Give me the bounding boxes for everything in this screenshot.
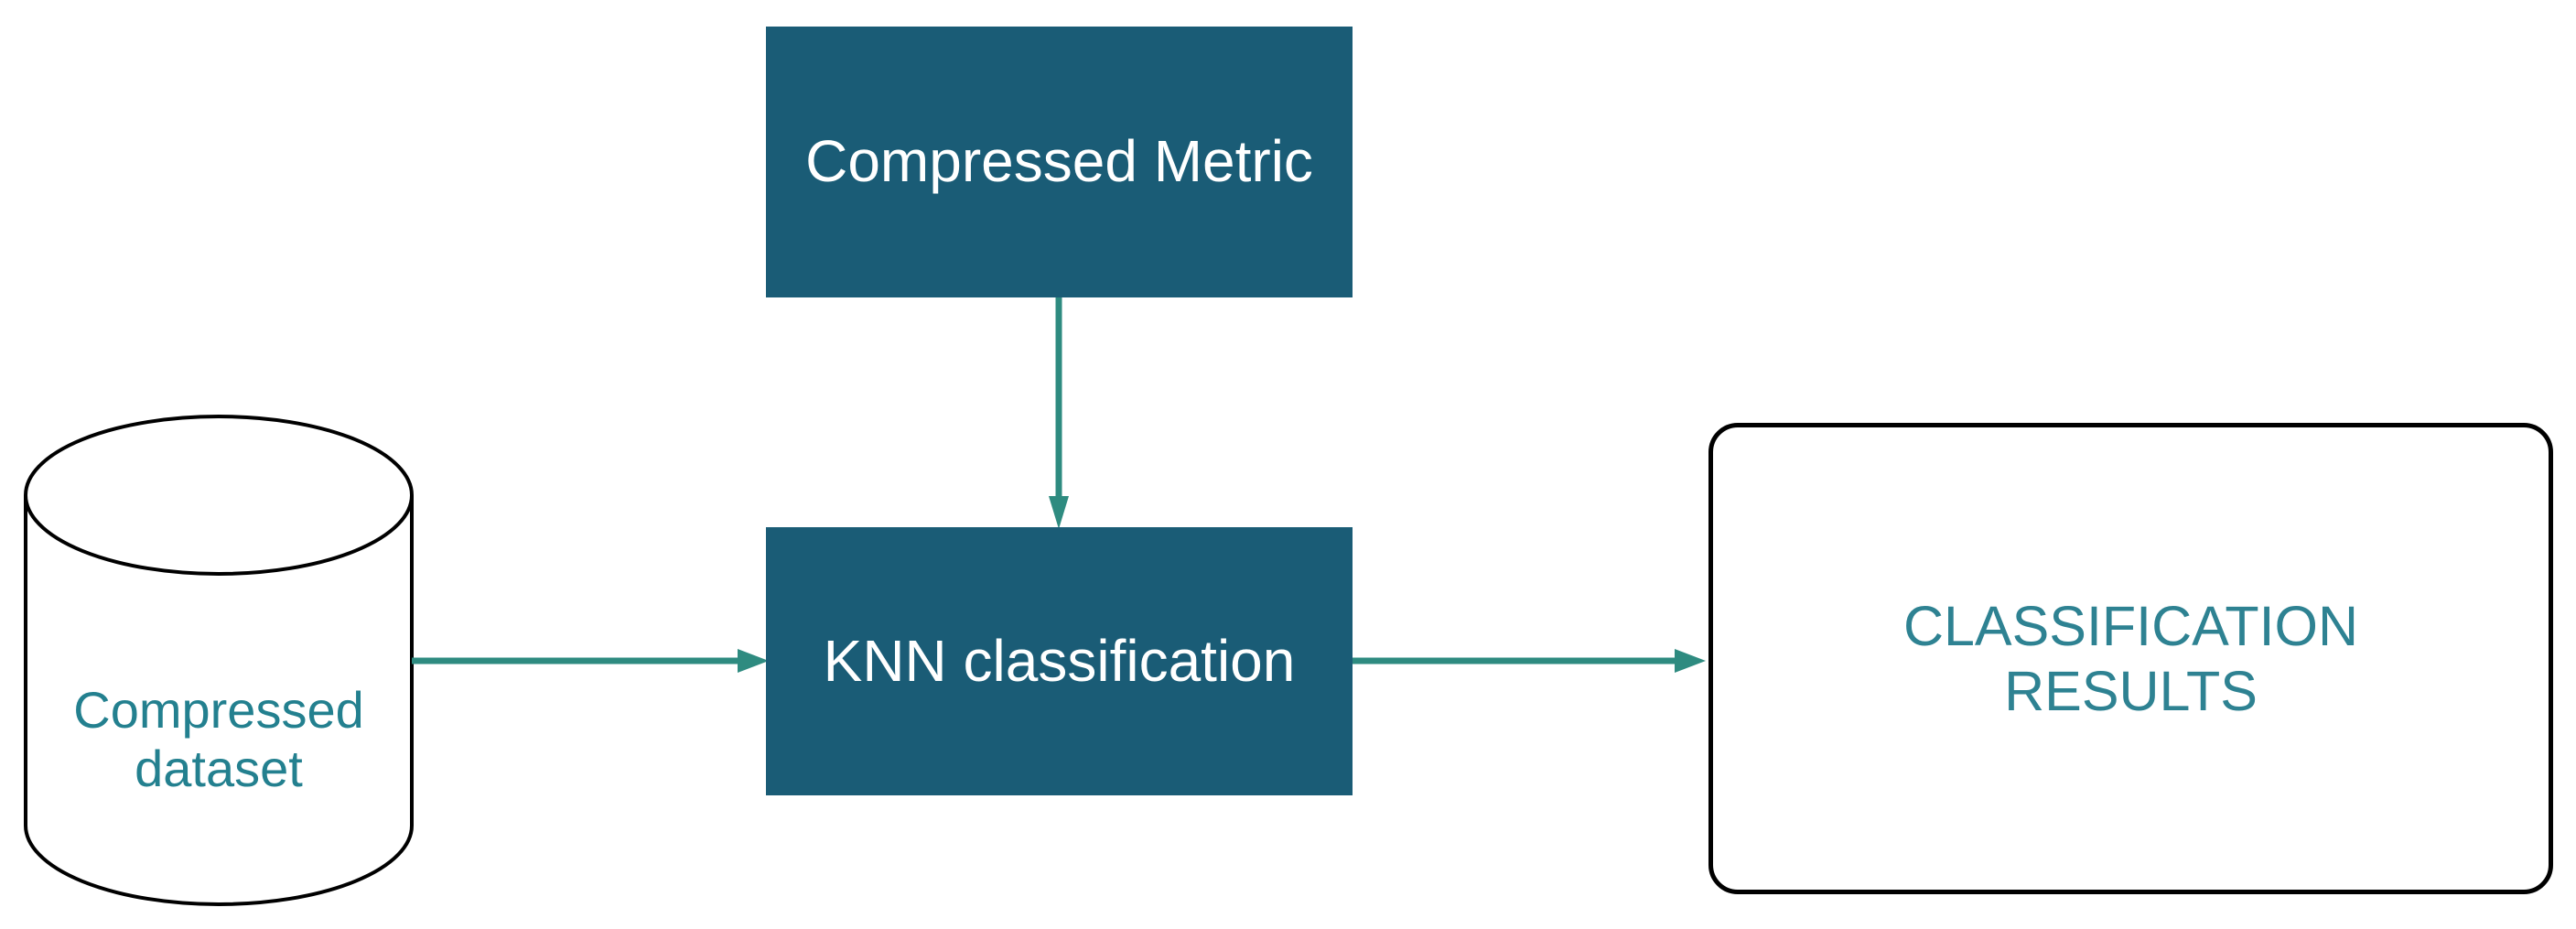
node-classification-results-label: CLASSIFICATION RESULTS — [1902, 594, 2359, 722]
edge-knn-to-results — [1353, 649, 1706, 673]
node-knn-classification-label: KNN classification — [823, 627, 1296, 694]
node-compressed-metric: Compressed Metric — [766, 27, 1353, 297]
node-compressed-dataset-label: Compressed dataset — [73, 681, 364, 798]
arrowhead-down-icon — [1049, 496, 1069, 529]
cylinder-body — [24, 495, 414, 906]
node-knn-classification: KNN classification — [766, 527, 1353, 795]
database-cylinder — [24, 415, 414, 906]
node-classification-results: CLASSIFICATION RESULTS — [1708, 423, 2553, 894]
node-compressed-metric-label: Compressed Metric — [805, 128, 1313, 195]
cylinder-top-ellipse — [24, 415, 414, 576]
edge-dataset-to-knn — [412, 649, 769, 673]
arrowhead-right-icon — [738, 649, 769, 673]
arrowhead-right-icon — [1675, 649, 1706, 673]
edge-metric-to-knn — [1049, 297, 1069, 529]
